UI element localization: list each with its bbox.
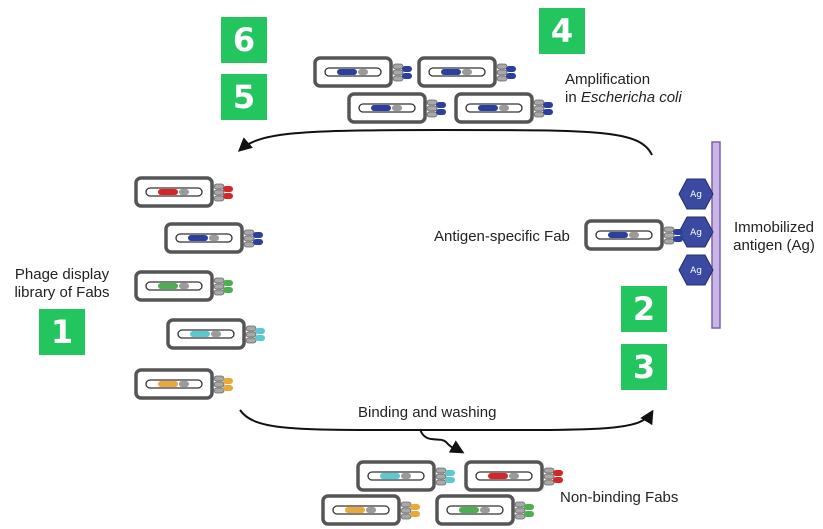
non-binding-phage	[356, 460, 455, 492]
fab-domain	[255, 335, 265, 341]
library-phage	[164, 222, 263, 254]
fab-domain	[436, 102, 446, 108]
antigen-1: Ag	[678, 178, 714, 210]
amplification-label-line2: in Eschericha coli	[565, 89, 682, 107]
amplified-phage	[417, 56, 516, 88]
fab-domain	[223, 378, 233, 384]
library-label-line1: Phage display	[14, 266, 110, 283]
binding-arrow	[239, 409, 654, 432]
fab-domain	[253, 239, 263, 245]
step-5-badge: 5	[221, 74, 267, 120]
fab-gene	[188, 235, 208, 241]
library-phage	[134, 176, 233, 208]
antigen-specific-label: Antigen-specific Fab	[434, 228, 570, 245]
step-4-badge: 4	[539, 8, 585, 54]
step-3-badge: 3	[621, 344, 667, 390]
fab-domain	[436, 109, 446, 115]
antigen-specific-phage	[584, 219, 683, 251]
fab-domain	[223, 385, 233, 391]
svg-text:Ag: Ag	[690, 228, 702, 238]
fab-gene	[488, 473, 508, 479]
fab-domain	[253, 232, 263, 238]
library-phage	[166, 318, 265, 350]
fab-domain	[524, 511, 534, 517]
fab-domain	[524, 504, 534, 510]
fab-gene	[608, 232, 628, 238]
fab-gene	[158, 189, 178, 195]
step-2-badge: 2	[621, 286, 667, 332]
fab-domain	[506, 73, 516, 79]
svg-text:Ag: Ag	[690, 266, 702, 276]
immobilized-antigen-label: Immobilized antigen (Ag)	[729, 219, 819, 255]
fab-gene	[345, 507, 365, 513]
fab-gene	[441, 69, 461, 75]
fab-domain	[543, 109, 553, 115]
fab-domain	[410, 511, 420, 517]
fab-gene	[158, 381, 178, 387]
immobilized-label-line2: antigen (Ag)	[733, 237, 815, 254]
fab-domain	[553, 477, 563, 483]
step-6-badge: 6	[221, 17, 267, 63]
amplified-phage	[454, 92, 553, 124]
amplification-label: Amplification in Eschericha coli	[565, 71, 682, 107]
amplification-prefix: in	[565, 89, 581, 106]
wash-arrow	[419, 428, 465, 454]
non-binding-phage	[464, 460, 563, 492]
non-binding-phage	[321, 494, 420, 526]
fab-domain	[223, 193, 233, 199]
fab-gene	[380, 473, 400, 479]
non-binding-phage	[435, 494, 534, 526]
fab-domain	[543, 102, 553, 108]
amplified-phage	[313, 56, 412, 88]
fab-domain	[402, 66, 412, 72]
library-phage	[134, 270, 233, 302]
fab-gene	[190, 331, 210, 337]
antigen-3: Ag	[678, 254, 714, 286]
fab-domain	[553, 470, 563, 476]
library-label-line2: library of Fabs	[14, 284, 110, 301]
fab-gene	[371, 105, 391, 111]
fab-gene	[337, 69, 357, 75]
fab-domain	[506, 66, 516, 72]
binding-washing-label: Binding and washing	[358, 404, 497, 421]
return-arrow	[237, 128, 653, 156]
step-1-badge: 1	[39, 309, 85, 355]
non-binding-label: Non-binding Fabs	[560, 489, 679, 506]
fab-gene	[459, 507, 479, 513]
fab-domain	[223, 186, 233, 192]
fab-domain	[223, 287, 233, 293]
fab-domain	[255, 328, 265, 334]
fab-gene	[478, 105, 498, 111]
fab-domain	[410, 504, 420, 510]
immobilized-label-line1: Immobilized	[733, 219, 815, 236]
fab-gene	[158, 283, 178, 289]
fab-domain	[445, 470, 455, 476]
library-phage	[134, 368, 233, 400]
svg-text:Ag: Ag	[690, 190, 702, 200]
fab-domain	[445, 477, 455, 483]
fab-domain	[402, 73, 412, 79]
library-label: Phage display library of Fabs	[8, 266, 116, 302]
amplified-phage	[347, 92, 446, 124]
amplification-label-line1: Amplification	[565, 71, 651, 88]
fab-domain	[673, 229, 683, 235]
antigen-surface	[711, 141, 721, 329]
antigen-2: Ag	[678, 216, 714, 248]
fab-domain	[223, 280, 233, 286]
organism-name: Eschericha coli	[580, 89, 682, 106]
fab-domain	[673, 236, 683, 242]
